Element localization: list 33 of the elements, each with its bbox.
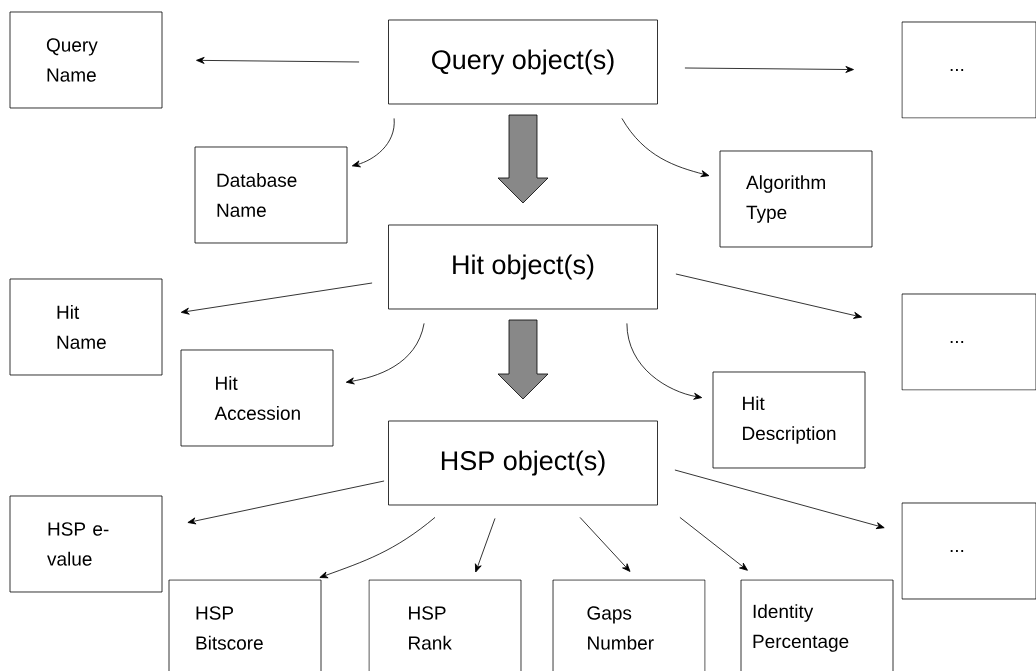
object-box: Hit object(s) (388, 224, 658, 310)
attribute-box: Hit Accession (180, 349, 334, 447)
arrow (345, 323, 425, 385)
attribute-box: Identity Percentage (740, 579, 894, 671)
arrow (475, 518, 496, 573)
attribute-box: ... (901, 21, 1036, 119)
object-box: HSP object(s) (388, 420, 658, 506)
attribute-box: HSP Rank (368, 579, 522, 671)
block-arrow (497, 114, 549, 204)
arrow (621, 118, 710, 178)
arrow (187, 480, 385, 525)
attribute-box: Query Name (9, 11, 163, 109)
attribute-box: Algorithm Type (719, 150, 873, 248)
attribute-box: ... (901, 293, 1036, 391)
arrow (684, 66, 854, 73)
arrow (674, 469, 885, 530)
block-arrow (497, 319, 549, 400)
arrow (579, 517, 631, 572)
attribute-box: HSP e-value (9, 495, 163, 593)
arrow (319, 517, 436, 579)
arrow (196, 56, 360, 64)
attribute-box: Hit Description (712, 371, 866, 469)
attribute-box: HSP Bitscore (168, 579, 322, 671)
arrow (675, 273, 862, 319)
object-box: Query object(s) (388, 19, 658, 105)
arrow (679, 517, 748, 571)
attribute-box: Gaps Number (552, 579, 706, 671)
attribute-box: Hit Name (9, 278, 163, 376)
arrow (626, 323, 703, 400)
arrow (180, 282, 373, 315)
attribute-box: ... (901, 502, 1036, 600)
attribute-box: Database Name (194, 146, 348, 244)
arrow (351, 118, 395, 168)
